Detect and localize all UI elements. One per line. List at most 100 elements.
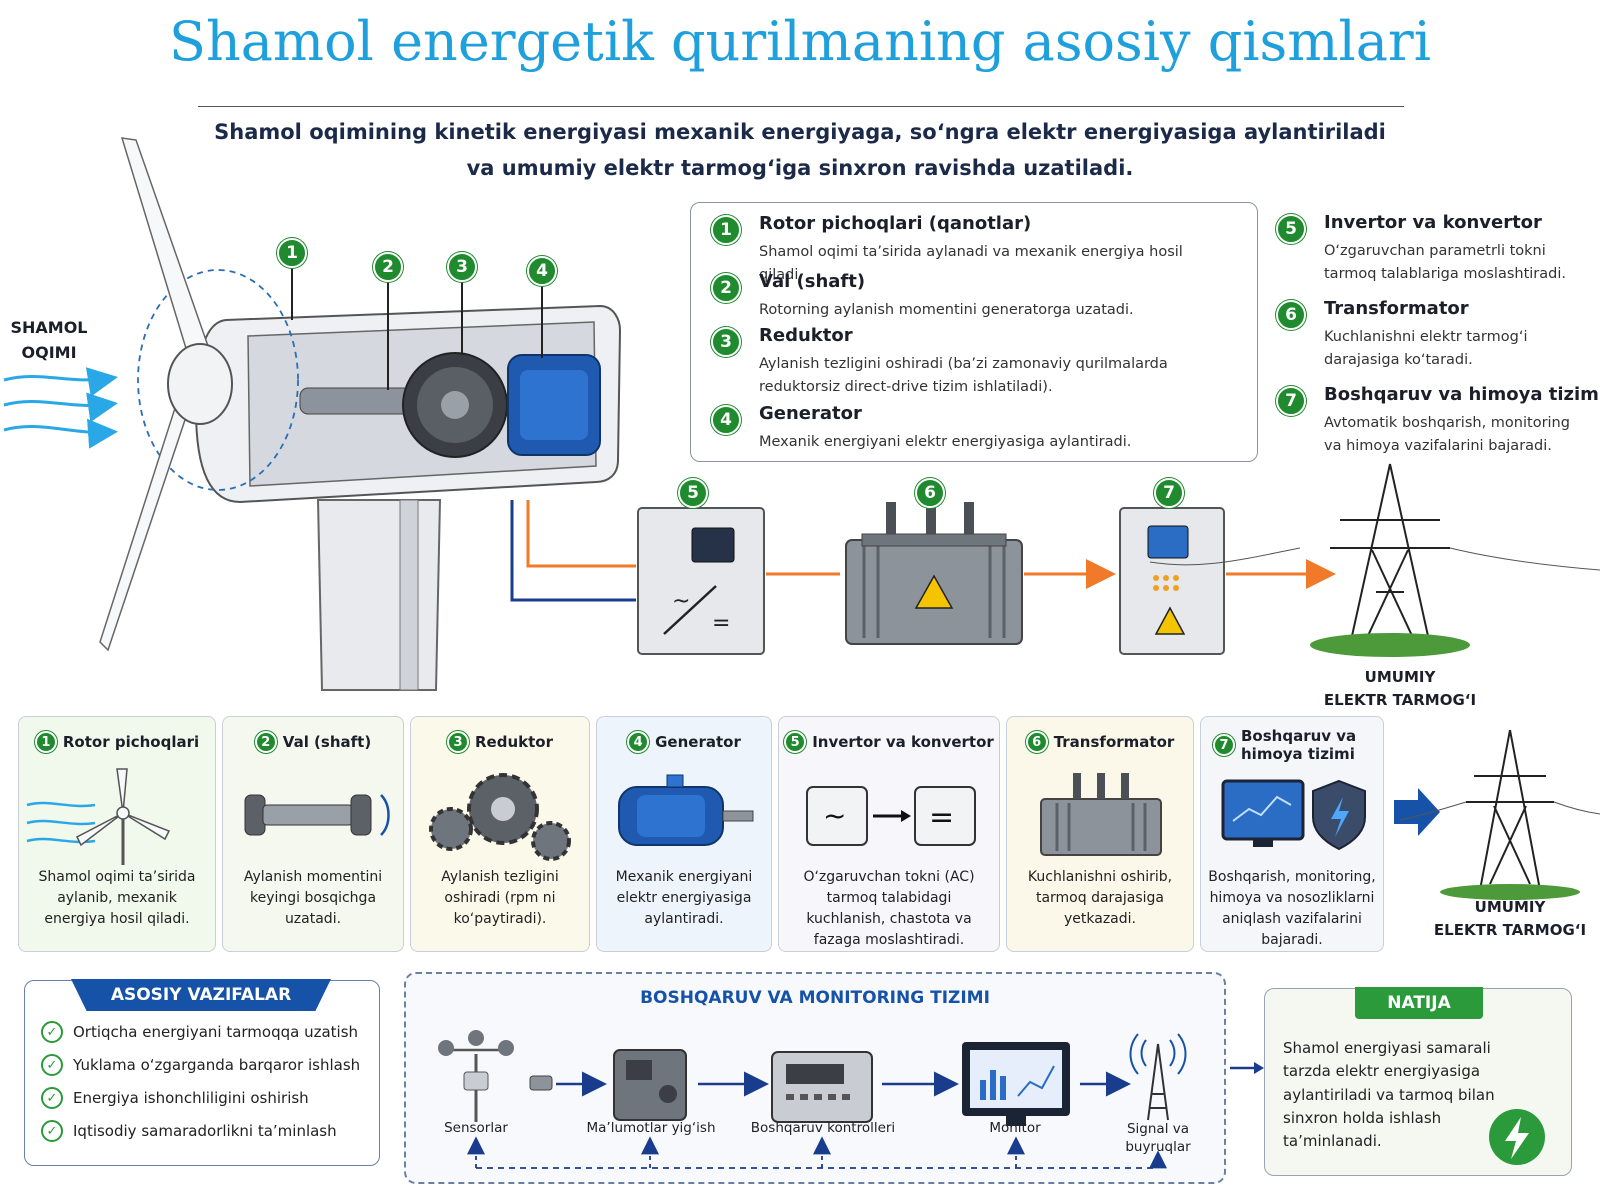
lightning-icon [1489, 1109, 1545, 1165]
power-tower-icon-lower [1399, 729, 1600, 891]
card-desc: Mexanik energiyani elektr energiyasiga a… [615, 869, 753, 927]
card-title: Transformator [1053, 733, 1175, 751]
svg-text:=: = [712, 611, 730, 636]
arrow-to-result-icon [1230, 1062, 1264, 1074]
check-icon: ✓ [41, 1021, 63, 1043]
badge-generator: 4 [527, 256, 557, 286]
card-desc: Aylanish momentini keyingi bosqichga uza… [243, 869, 383, 927]
rotor-blades-icon [99, 137, 233, 652]
subtitle-line-1: Shamol oqimining kinetik energiyasi mexa… [214, 120, 1386, 144]
data-logger-icon [613, 1049, 687, 1121]
card-desc: Aylanish tezligini oshiradi (rpm ni ko‘p… [441, 869, 559, 927]
control-cabinet-icon [1119, 507, 1225, 655]
turbine-system-illustration: ~ = [3, 137, 1600, 691]
card-title: Reduktor [475, 733, 553, 751]
svg-text:=: = [929, 800, 954, 835]
legend-title: Generator [759, 403, 862, 424]
tasks-panel: ASOSIY VAZIFALAR ✓Ortiqcha energiyani ta… [24, 979, 380, 1166]
card-title: Generator [655, 733, 741, 751]
gears-icon [429, 773, 571, 861]
task-text: Iqtisodiy samaradorlikni ta’minlash [73, 1122, 337, 1140]
sensor-plug-icon [529, 1075, 553, 1091]
grid-label-top-line-1: UMUMIY [1364, 668, 1436, 686]
grid-label-bottom: UMUMIY ELEKTR TARMOG‘I [1412, 896, 1600, 943]
badge-transformer: 6 [915, 478, 945, 508]
legend-number: 6 [1276, 300, 1306, 330]
step-data-collection: Ma’lumotlar yig‘ish [586, 1120, 716, 1136]
legend-number: 4 [711, 405, 741, 435]
subtitle-line-2: va umumiy elektr tarmog‘iga sinxron ravi… [466, 156, 1134, 180]
monitor-icon [962, 1042, 1070, 1126]
controller-icon [771, 1051, 873, 1123]
wind-turbine-icon [26, 768, 171, 865]
badge-rotor: 1 [277, 238, 307, 268]
task-text: Energiya ishonchliligini oshirish [73, 1089, 309, 1107]
rotor-sweep-outline [137, 269, 299, 491]
title-divider [198, 106, 1404, 107]
task-item-3: ✓Energiya ishonchliligini oshirish [41, 1087, 309, 1109]
legend-desc: O‘zgaruvchan parametrli tokni tarmoq tal… [1324, 243, 1566, 283]
wind-flow-label: SHAMOL OQIMI [6, 316, 92, 366]
monitoring-title: BOSHQARUV VA MONITORING TIZIMI [640, 988, 990, 1008]
power-cable [526, 500, 636, 568]
transformer-icon [845, 502, 1023, 645]
transformer-icon [1040, 773, 1162, 856]
badge-shaft: 2 [373, 252, 403, 282]
legend-desc: Aylanish tezligini oshiradi (ba’zi zamon… [759, 356, 1168, 396]
legend-number: 2 [711, 273, 741, 303]
wind-label-line-1: SHAMOL [10, 318, 88, 337]
monitoring-flow [438, 1030, 1187, 1169]
badge-inverter: 5 [678, 478, 708, 508]
card-gearbox: 3 Reduktor Aylanish tezligini oshiradi (r… [410, 716, 590, 952]
step-signals: Signal va buyruqlar [1125, 1121, 1191, 1156]
monitoring-panel: BOSHQARUV VA MONITORING TIZIMI [404, 972, 1226, 1184]
grid-label-bottom-line-2: ELEKTR TARMOG‘I [1433, 921, 1587, 940]
legend-title: Reduktor [759, 325, 853, 346]
legend-desc: Shamol oqimi ta’sirida aylanadi va mexan… [759, 244, 1183, 284]
svg-text:~: ~ [823, 799, 846, 832]
legend-title: Rotor pichoqlari (qanotlar) [759, 213, 1032, 234]
result-panel: NATIJA Shamol energiyasi samarali tarzda… [1264, 987, 1572, 1176]
card-number: 5 [784, 731, 807, 753]
result-title: NATIJA [1355, 987, 1483, 1019]
card-generator: 4 Generator Mexanik energiyani elektr ene… [596, 716, 772, 952]
task-item-1: ✓ Ortiqcha energiyani tarmoqqa uzatish [41, 1021, 358, 1043]
task-item-4: ✓ Iqtisodiy samaradorlikni ta’minlash [41, 1120, 337, 1142]
shaft-icon [244, 794, 390, 836]
check-icon: ✓ [41, 1054, 63, 1076]
legend-number: 5 [1276, 214, 1306, 244]
grid-label-top-line-2: ELEKTR TARMOG‘I [1323, 691, 1477, 710]
step-monitor: Monitor [989, 1120, 1041, 1136]
legend-number: 7 [1276, 386, 1306, 416]
task-text: Yuklama o‘zgarganda barqaror ishlash [73, 1056, 361, 1074]
card-desc: O‘zgaruvchan tokni (AC) tarmoq talabidag… [803, 869, 975, 948]
wind-arrows-icon [3, 367, 118, 449]
legend-desc: Rotorning aylanish momentini generatorga… [759, 302, 1134, 318]
legend-desc: Mexanik energiyani elektr energiyasiga a… [759, 434, 1132, 450]
inverter-icon: ~ = [806, 786, 976, 846]
card-number: 7 [1213, 734, 1235, 756]
card-number: 4 [627, 731, 650, 753]
anemometer-icon [438, 1030, 514, 1122]
result-text: Shamol energiyasi samarali tarzda elektr… [1283, 1039, 1495, 1150]
legend-title: Val (shaft) [759, 271, 866, 292]
check-icon: ✓ [41, 1120, 63, 1142]
grid-connection-illustration [1394, 729, 1600, 900]
legend-title: Invertor va konvertor [1324, 212, 1542, 233]
arrow-right-icon [1394, 788, 1440, 836]
card-number: 3 [447, 731, 469, 753]
signal-cable [510, 500, 636, 602]
grid-label-bottom-line-1: UMUMIY [1474, 898, 1546, 916]
grid-label-top: UMUMIY ELEKTR TARMOG‘I [1300, 666, 1500, 713]
legend-number: 3 [711, 327, 741, 357]
generator-icon [618, 774, 754, 846]
card-desc: Shamol oqimi ta’sirida aylanib, mexanik … [38, 869, 196, 927]
step-controller: Boshqaruv kontrolleri [750, 1120, 896, 1136]
svg-text:~: ~ [672, 589, 690, 614]
card-number: 1 [34, 731, 57, 753]
legend-title: Boshqaruv va himoya tizimi [1324, 384, 1600, 405]
task-text: Ortiqcha energiyani tarmoqqa uzatish [73, 1023, 359, 1041]
legend-desc: Kuchlanishni elektr tarmog‘i darajasiga … [1324, 329, 1528, 369]
